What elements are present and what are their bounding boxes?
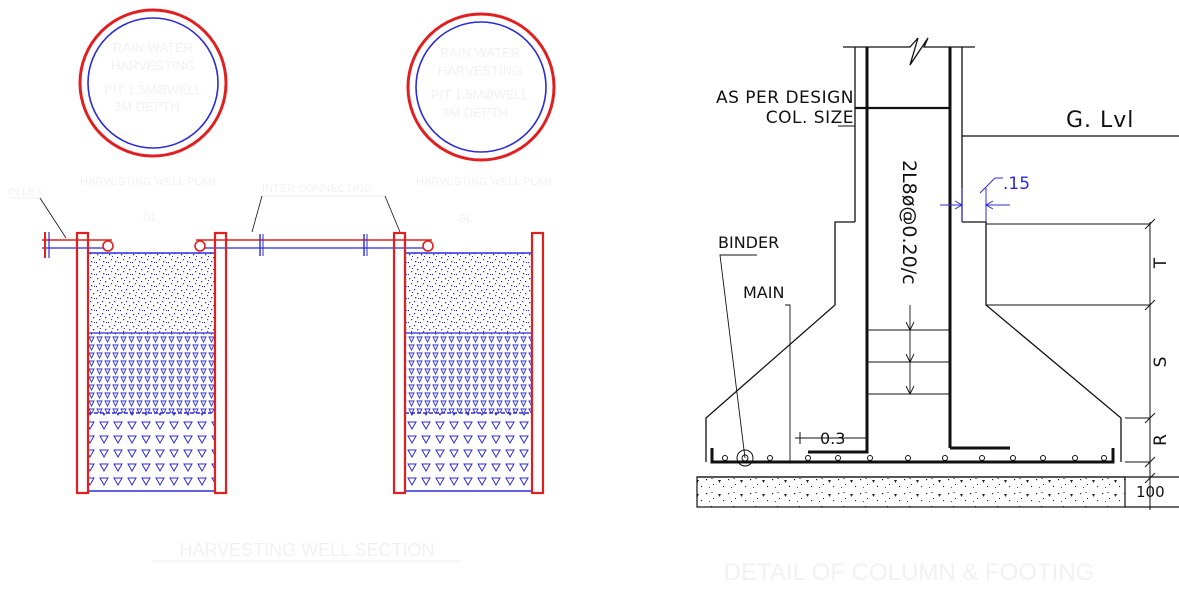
well-plan-2-text-1: RAIN WATER: [440, 45, 520, 60]
cover-dimension-label: .15: [1003, 174, 1030, 194]
well-plan-2-outer-ring: [406, 12, 556, 162]
well-1-coarse-layer: [88, 413, 215, 491]
cover-dimension: [940, 177, 1010, 222]
as-per-design-label: AS PER DESIGN: [716, 88, 854, 108]
inlet-leader: [39, 197, 67, 239]
well-1-left-wall: [75, 231, 90, 495]
interconnecting-label: INTER CONNECTING: [262, 183, 372, 195]
bottom-mesh-bar: [710, 448, 1115, 464]
well-1-right-wall: [213, 231, 228, 495]
footing-left-profile: [705, 221, 855, 462]
inlet-label: IN LET: [8, 186, 43, 198]
dim-s-label: S: [1151, 357, 1171, 368]
well-plan-2-inner-ring: [415, 21, 547, 153]
ground-level-label: G. Lvl: [1066, 108, 1134, 133]
well-plan-1-text-1: RAIN WATER: [113, 40, 193, 55]
interconnecting-leader-right: [384, 195, 401, 233]
column-break-line: [843, 37, 975, 66]
well-plan-1-text-2: HARVESTING: [111, 58, 195, 73]
well-2-fine-layer: [405, 253, 532, 333]
main-label: MAIN: [743, 283, 784, 302]
well-plan-2-text-4: 3M DEPTH: [442, 105, 508, 120]
well-plan-2-text-2: HARVESTING: [438, 63, 522, 78]
column-bar-spec: 2L8ø@0.20/c: [898, 160, 920, 285]
well-plan-2-text-3: PIT 1.5MØWELL: [431, 87, 529, 102]
well-section-title: HARVESTING WELL SECTION: [179, 540, 434, 560]
well-1-medium-layer: [88, 333, 215, 413]
binder-bar-circle: [736, 449, 754, 467]
well-plan-1: RAIN WATER HARVESTING PIT 1.5MØWELL 3M D…: [78, 8, 228, 188]
binder-label: BINDER: [718, 233, 779, 252]
well-section-2: [392, 231, 545, 495]
interconnecting-pipe: [194, 234, 434, 256]
footing-detail-title: DETAIL OF COLUMN & FOOTING: [724, 559, 1095, 586]
well-1-fine-layer: [88, 253, 215, 333]
well-2-right-wall: [530, 231, 545, 495]
well-plan-1-caption: HARVESTING WELL PLAN: [80, 176, 216, 188]
footing-detail: [696, 37, 1179, 510]
footing-right-profile: [962, 221, 1122, 462]
main-leader: [785, 304, 791, 462]
gl-label-2: GL: [458, 213, 473, 225]
well-plan-2: RAIN WATER HARVESTING PIT 1.5MØWELL 3M D…: [406, 12, 556, 188]
well-section-1: [75, 231, 228, 495]
well-plan-1-outer-ring: [78, 8, 228, 158]
dim-t-label: T: [1151, 257, 1171, 269]
interconnecting-leader-left: [251, 195, 263, 233]
main-bar-hook-left: [808, 438, 869, 454]
well-2-coarse-layer: [405, 413, 532, 491]
dim-0-3-label: 0.3: [820, 429, 845, 448]
well-plan-1-inner-ring: [87, 17, 219, 149]
gl-label-1: GL: [143, 212, 158, 224]
dim-100-label: 100: [1136, 483, 1165, 501]
well-2-left-wall: [392, 231, 407, 495]
well-plan-1-text-3: PIT 1.5MØWELL: [104, 82, 202, 97]
binder-leader: [719, 254, 757, 459]
well-plan-1-text-4: 3M DEPTH: [114, 99, 180, 114]
well-plan-2-caption: HARVESTING WELL PLAN: [416, 176, 552, 188]
mesh-bar-dots: [722, 455, 1107, 461]
dim-r-label: R: [1151, 434, 1171, 446]
col-size-label: COL. SIZE: [766, 108, 854, 128]
pcc-bed: [696, 476, 1126, 508]
well-2-medium-layer: [405, 333, 532, 413]
